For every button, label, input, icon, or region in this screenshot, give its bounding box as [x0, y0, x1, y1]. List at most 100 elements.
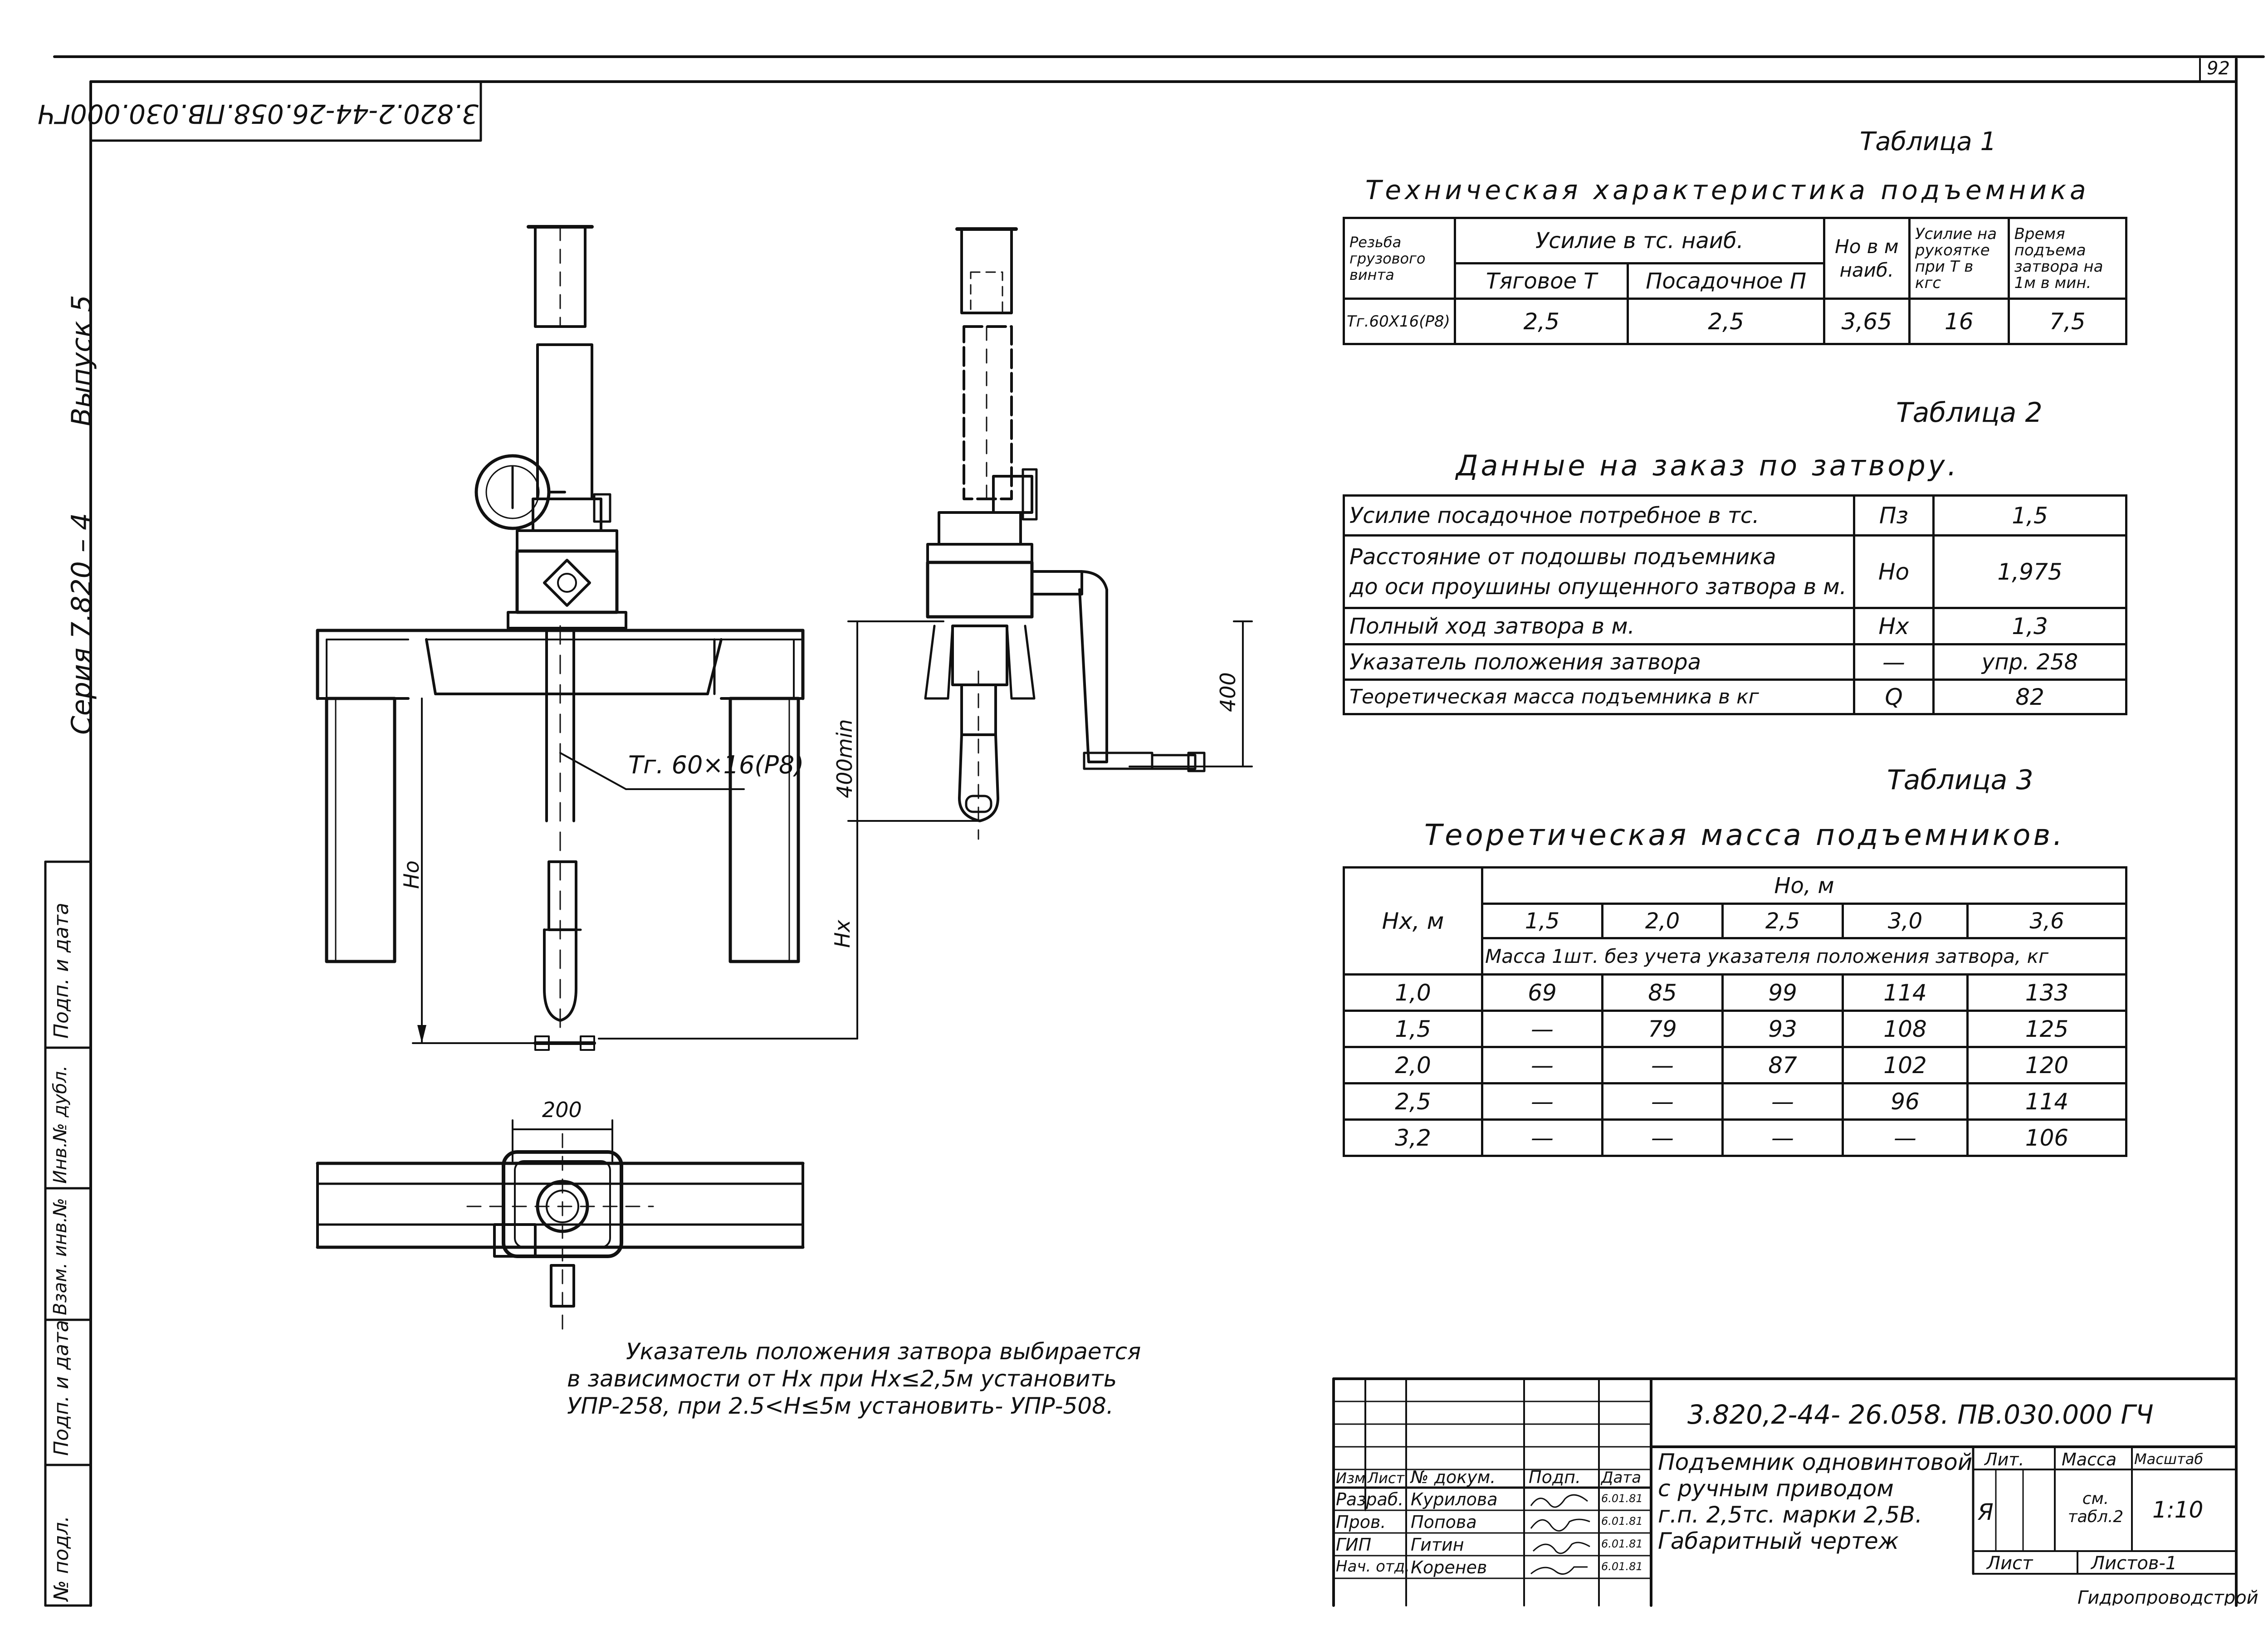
t3-r3-c0: 2,0: [1343, 1046, 1483, 1084]
t3-r1-c4: 114: [1842, 973, 1969, 1012]
stamp-role-1: Разраб.: [1336, 1489, 1404, 1509]
stamp-date-1: 6.01.81: [1601, 1492, 1643, 1505]
stamp-scale-label: Масштаб: [2134, 1450, 2204, 1468]
t3-r5-c0: 3,2: [1343, 1118, 1483, 1157]
signature-3: [1532, 1542, 1590, 1554]
stamp-title-4: Габаритный чертеж: [1658, 1528, 1899, 1554]
t1-traction: 2,5: [1454, 298, 1629, 345]
t1-h-thread: Резьба грузового винта: [1342, 217, 1457, 300]
t3-r2-c3: 93: [1721, 1010, 1844, 1048]
stamp-date-3: 6.01.81: [1601, 1538, 1643, 1550]
stamp-date-4: 6.01.81: [1601, 1560, 1643, 1573]
stamp-role-3: ГИП: [1336, 1535, 1372, 1555]
stamp-title-3: г.п. 2,5тс. марки 2,5В.: [1658, 1502, 1922, 1528]
t1-h-force: Усилие в тс. наиб.: [1454, 217, 1825, 264]
table1: Резьба грузового винта Усилие в тс. наиб…: [1342, 217, 2128, 345]
table3-title: Теоретическая масса подъемников.: [1424, 819, 2065, 852]
stamp-title-2: с ручным приводом: [1658, 1475, 1894, 1502]
signature-4: [1530, 1566, 1588, 1575]
t3-h-ho: Но, м: [1481, 866, 2127, 905]
t3-r3-c1: —: [1481, 1046, 1603, 1084]
stamp-h-date: Дата: [1601, 1469, 1642, 1487]
stamp-name-3: Гитин: [1411, 1535, 1464, 1555]
t3-r3-c4: 102: [1842, 1046, 1969, 1084]
t3-r5-c5: 106: [1966, 1118, 2127, 1157]
t1-h-time: Время подъема затвора на 1м в мин.: [2007, 217, 2128, 300]
t2-row2-label: Расстояние от подошвы подъемника до оси …: [1343, 534, 1855, 609]
page-number: 92: [2207, 58, 2230, 79]
t2-row5-label: Теоретическая масса подъемника в кг: [1343, 678, 1855, 715]
t3-r4-c0: 2,5: [1343, 1082, 1483, 1121]
t3-r2-c1: —: [1481, 1010, 1603, 1048]
stamp-h-doc: № докум.: [1411, 1467, 1496, 1487]
t1-landing: 2,5: [1627, 298, 1825, 345]
t2-row4-label: Указатель положения затвора: [1343, 643, 1855, 681]
t3-ho-4: 3,0: [1842, 903, 1969, 939]
t3-r1-c5: 133: [1966, 973, 2127, 1012]
table1-caption: Таблица 1: [1860, 127, 1997, 156]
t3-r5-c1: —: [1481, 1118, 1603, 1157]
t3-r4-c4: 96: [1842, 1082, 1969, 1121]
stamp-sheet-label: Лист: [1987, 1553, 2033, 1574]
stamp-role-4: Нач. отд.: [1336, 1557, 1410, 1576]
stamp-mass-label: Масса: [2062, 1450, 2117, 1469]
t1-h-traction: Тяговое Т: [1454, 262, 1629, 300]
stamp-name-2: Попова: [1411, 1512, 1477, 1532]
t1-thread: Тг.60Х16(Р8): [1342, 298, 1457, 345]
t2-row2-label-b: до оси проушины опущенного затвора в м.: [1349, 574, 1847, 600]
t2-row4-sym: —: [1853, 643, 1935, 681]
stamp-date-2: 6.01.81: [1601, 1515, 1643, 1528]
t3-r1-c0: 1,0: [1343, 973, 1483, 1012]
t3-r1-c3: 99: [1721, 973, 1844, 1012]
stamp-h-sign: Подп.: [1529, 1467, 1581, 1487]
t3-h-hx: Нх, м: [1343, 866, 1483, 976]
stamp-scale-value: 1:10: [2152, 1497, 2204, 1523]
t3-r4-c1: —: [1481, 1082, 1603, 1121]
t3-ho-5: 3,6: [1966, 903, 2127, 939]
t2-row5-sym: Q: [1853, 678, 1935, 715]
signature-2: [1530, 1518, 1590, 1532]
t3-r5-c3: —: [1721, 1118, 1844, 1157]
note: Указатель положения затвора выбирается в…: [567, 1338, 1141, 1420]
t2-row3-sym: Нх: [1853, 607, 1935, 645]
stamp-h-izm: Изм: [1336, 1469, 1366, 1487]
t1-handle: 16: [1908, 298, 2010, 345]
t3-r3-c3: 87: [1721, 1046, 1844, 1084]
stamp-org: Гидропроводстрой: [2077, 1587, 2258, 1606]
t3-r4-c3: —: [1721, 1082, 1844, 1121]
stamp-name-4: Коренев: [1411, 1557, 1487, 1577]
t3-r1-c1: 69: [1481, 973, 1603, 1012]
dim-200: 200: [542, 1098, 582, 1122]
table3-caption: Таблица 3: [1887, 764, 2033, 796]
stamp-name-1: Курилова: [1411, 1489, 1498, 1509]
t2-row1-label: Усилие посадочное потребное в тс.: [1343, 494, 1855, 537]
stamp-lit-label: Лит.: [1984, 1450, 2024, 1469]
signature-1: [1530, 1494, 1588, 1508]
stamp-role-2: Пров.: [1336, 1512, 1386, 1532]
t2-row3-val: 1,3: [1932, 607, 2127, 645]
t1-h-ho: Но в м наиб.: [1823, 217, 1911, 300]
table2-caption: Таблица 2: [1896, 397, 2043, 429]
stamp-h-list: Лист: [1368, 1469, 1405, 1487]
t2-row2-label-a: Расстояние от подошвы подъемника: [1349, 544, 1776, 570]
t3-r2-c5: 125: [1966, 1010, 2127, 1048]
t3-r4-c5: 114: [1966, 1082, 2127, 1121]
stamp-title-1: Подъемник одновинтовой: [1658, 1449, 1973, 1475]
note-line-2: в зависимости от Нх при Нх≤2,5м установи…: [567, 1366, 1117, 1392]
t3-r4-c2: —: [1601, 1082, 1724, 1121]
note-line-1: Указатель положения затвора выбирается: [626, 1338, 1141, 1365]
t2-row1-sym: Пз: [1853, 494, 1935, 537]
t3-r2-c2: 79: [1601, 1010, 1724, 1048]
t3-r3-c5: 120: [1966, 1046, 2127, 1084]
stamp-sheets-label: Листов-1: [2091, 1553, 2177, 1574]
t3-r2-c4: 108: [1842, 1010, 1969, 1048]
table3: Нх, м Но, м 1,5 2,0 2,5 3,0 3,6 Масса 1ш…: [1343, 866, 2127, 1157]
t2-row1-val: 1,5: [1932, 494, 2127, 537]
table2-title: Данные на заказ по затвору.: [1456, 449, 1960, 482]
stamp-mass-value: см. табл.2: [2068, 1489, 2124, 1526]
t2-row4-val: упр. 258: [1932, 643, 2127, 681]
t2-row2-sym: Но: [1853, 534, 1935, 609]
stamp-lit-value: Я: [1978, 1499, 1994, 1525]
